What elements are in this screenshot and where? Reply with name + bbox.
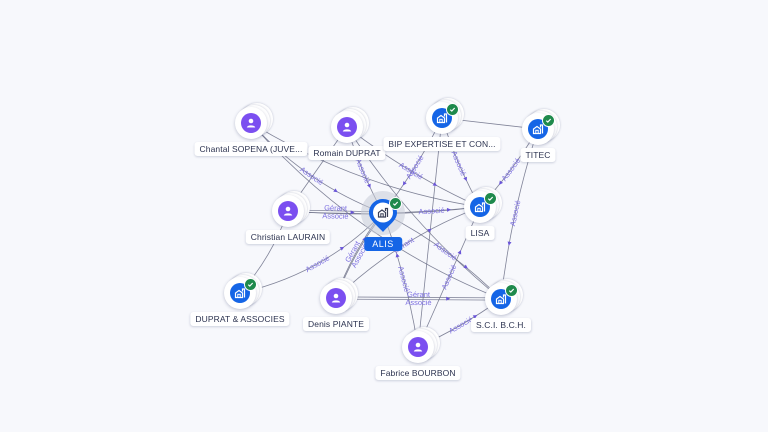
node-label[interactable]: S.C.I. B.C.H. [471,318,531,332]
edge-arrow-icon [507,241,512,246]
edge-arrow-icon [339,246,345,251]
edge-arrow-icon [432,182,438,186]
person-icon [278,201,298,221]
edge-label: Associé [418,206,445,217]
edge-arrow-icon [463,176,467,182]
node-label[interactable]: BIP EXPERTISE ET CON... [383,137,501,151]
verified-check-icon [244,278,257,291]
edge-label: Associé [440,263,459,291]
edge-label: Associé [449,150,468,178]
person-icon [337,117,357,137]
center-node-label[interactable]: ALIS [364,237,402,251]
edge-arrow-icon [350,210,355,215]
node-label[interactable]: Denis PIANTE [303,317,369,331]
edge-arrow-icon [446,207,452,212]
edge-romain-lisa [346,126,481,208]
edge-label: Gérant [324,203,348,212]
edge-bip-fabrice [417,117,443,348]
node-label[interactable]: LISA [465,226,495,240]
edge-label: Associé [432,240,459,263]
verified-check-icon [505,284,518,297]
edge-arrow-icon [446,296,451,301]
edge-arrow-icon [395,253,400,258]
verified-check-icon [446,103,459,116]
edge-label: Gérant [407,290,431,299]
node-label[interactable]: DUPRAT & ASSOCIES [190,312,290,326]
node-label[interactable]: Chantal SOPENA (JUVE... [194,142,308,156]
edge-label: Associé [500,156,523,182]
person-icon [326,288,346,308]
edge-chantal-lisa [250,122,481,208]
edge-arrow-icon [366,183,371,189]
edge-label: Associé [405,298,431,307]
edge-arrow-icon [427,228,432,233]
person-icon [241,113,261,133]
node-label[interactable]: Fabrice BOURBON [375,366,461,380]
edge-arrow-icon [472,315,478,319]
verified-check-icon [542,114,555,127]
edge-arrow-icon [402,181,407,186]
node-label[interactable]: Romain DUPRAT [308,146,386,160]
person-icon [408,337,428,357]
edge-label: Associé [508,199,522,227]
edge-arrow-icon [463,264,468,269]
verified-check-icon [484,192,497,205]
edge-label: Associé [304,253,331,274]
verified-check-icon [389,197,402,210]
node-label[interactable]: TITEC [520,148,556,162]
edge-arrow-icon [333,188,338,193]
node-label[interactable]: Christian LAURAIN [245,230,331,244]
edge-label: Associé [396,265,411,293]
edge-arrow-icon [499,180,504,185]
edge-label: Associé [354,157,372,185]
edge-label: Associé [322,211,348,221]
edge-arrow-icon [457,249,462,255]
